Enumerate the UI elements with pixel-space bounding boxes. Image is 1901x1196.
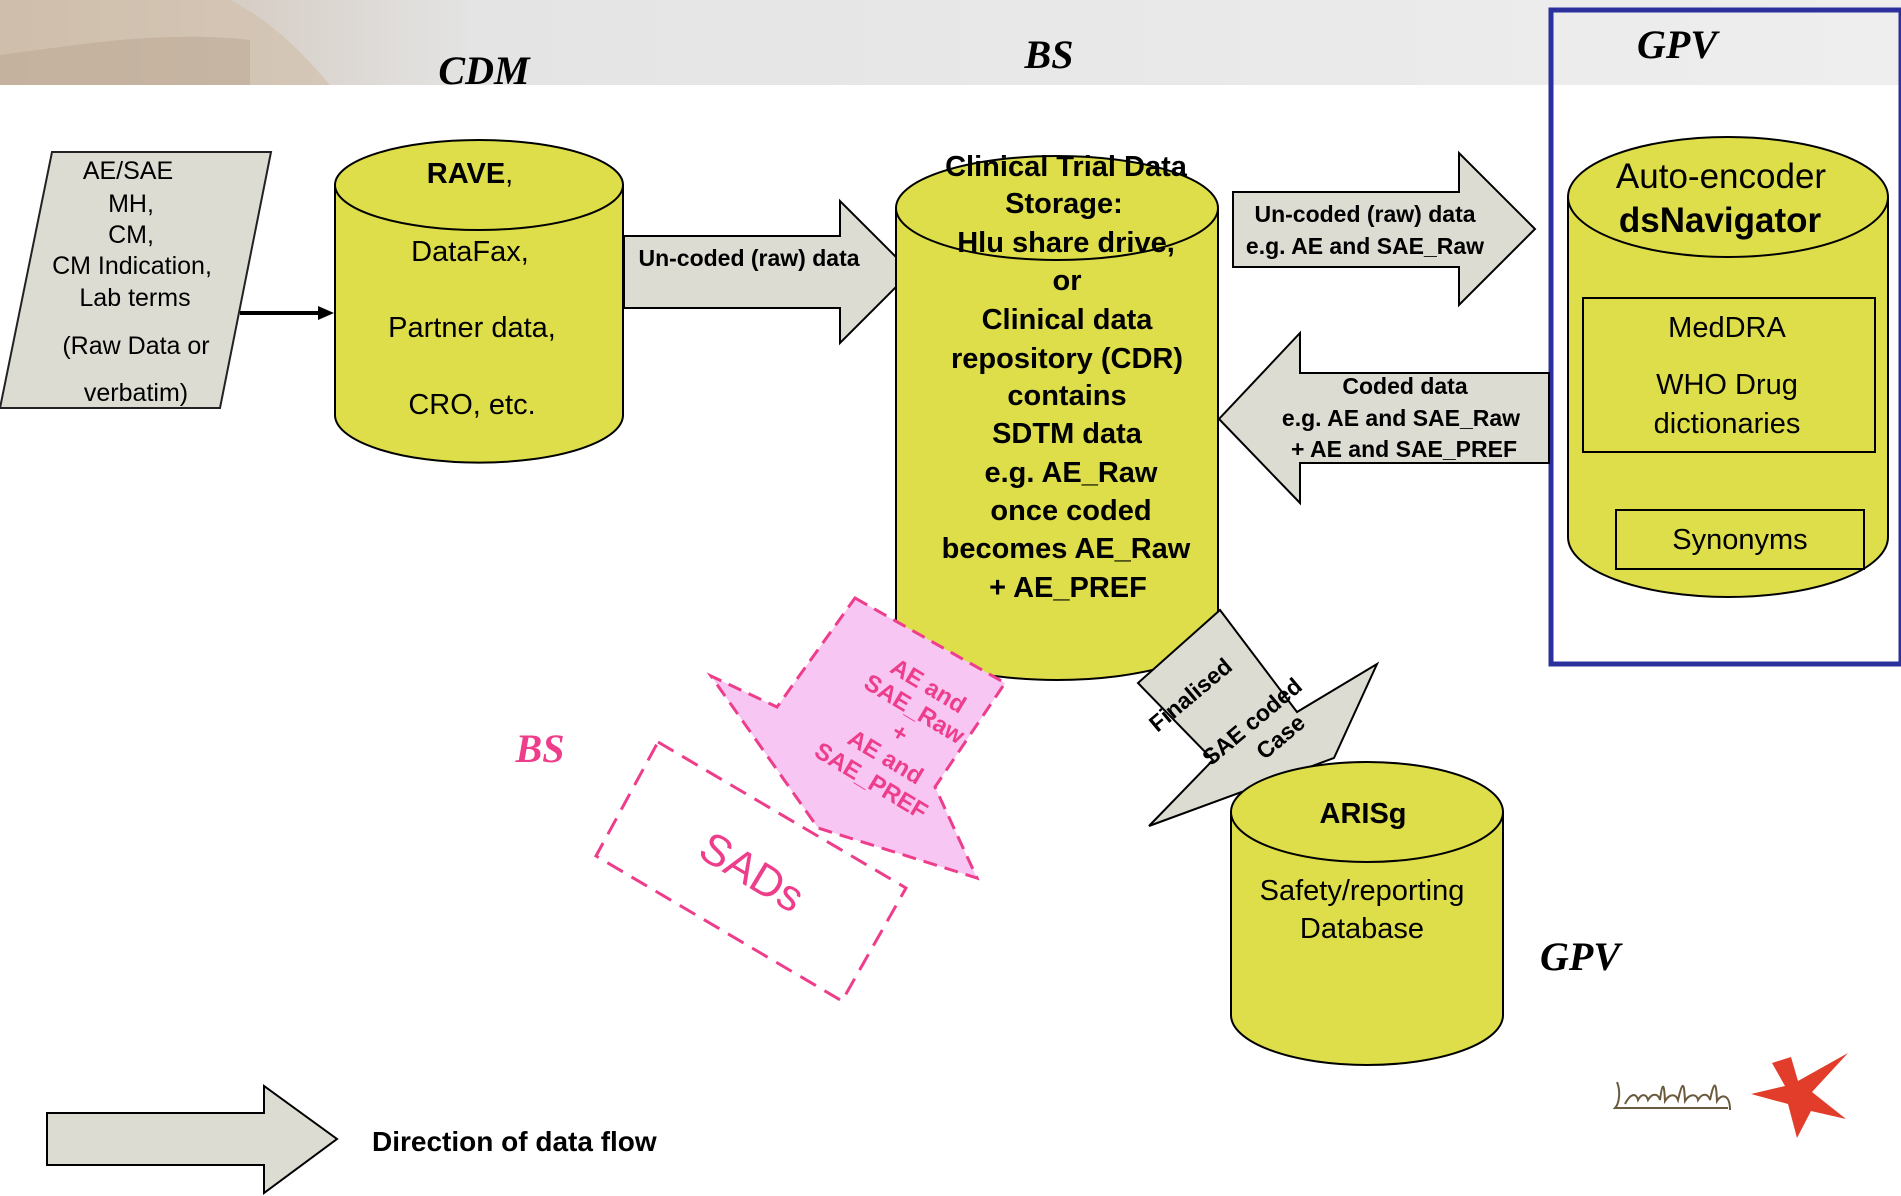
cdm-heading: CDM [438, 48, 531, 93]
storage-line: repository (CDR) [951, 343, 1183, 375]
lundbeck-logo [1612, 1053, 1848, 1138]
rave-database-cylinder: RAVE, DataFax, Partner data, CRO, etc. [334, 139, 624, 464]
ae-sae-pink-arrow: AE and SAE_Raw + AE and SAE_PREF [706, 596, 1008, 881]
storage-line: SDTM data [992, 418, 1143, 450]
coded-data-arrow-line: + AE and SAE_PREF [1291, 436, 1517, 462]
storage-line: contains [1007, 380, 1126, 412]
gpv-section-border [1548, 7, 1901, 667]
coded-data-arrow: Coded data e.g. AE and SAE_Raw + AE and … [1217, 330, 1550, 506]
storage-line: or [1053, 265, 1082, 297]
storage-line: becomes AE_Raw [942, 533, 1191, 565]
source-line: CM, [108, 221, 154, 249]
auto-encoder-title: Auto-encoder [1616, 157, 1826, 196]
ds-navigator-title: dsNavigator [1619, 201, 1822, 240]
coded-data-arrow-line: Coded data [1342, 373, 1467, 399]
arisg-line: Database [1300, 913, 1424, 945]
legend-label: Direction of data flow [372, 1126, 657, 1157]
dictionary-line: MedDRA [1668, 312, 1786, 344]
raw-data-arrow-2: Un-coded (raw) data e.g. AE and SAE_Raw [1232, 150, 1537, 308]
rave-title: RAVE [427, 158, 505, 190]
dictionary-line: WHO Drug [1656, 369, 1798, 401]
arisg-title: ARISg [1320, 798, 1407, 830]
bs-pink-heading: BS [515, 726, 565, 771]
coded-data-arrow-line: e.g. AE and SAE_Raw [1282, 405, 1520, 431]
storage-line: Storage: [1005, 188, 1123, 220]
bs-heading: BS [1024, 32, 1074, 77]
storage-line: Hlu share drive, [957, 227, 1175, 259]
legend-arrow [46, 1084, 339, 1195]
lundbeck-wordmark [1612, 1081, 1731, 1111]
rave-line: DataFax, [411, 236, 529, 268]
connector-arrow [240, 306, 334, 320]
source-line: CM Indication, [52, 252, 212, 280]
storage-line: Clinical Trial Data [945, 151, 1188, 183]
rave-line: Partner data, [388, 312, 556, 344]
gpv-bottom-heading: GPV [1540, 934, 1623, 979]
star-icon [1751, 1053, 1848, 1138]
source-line: (Raw Data or [62, 332, 209, 360]
source-line: verbatim) [84, 379, 188, 407]
header-banner [0, 0, 1901, 85]
legend: Direction of data flow [46, 1084, 657, 1195]
raw-data-arrow-2-line: e.g. AE and SAE_Raw [1246, 233, 1484, 259]
sads-label: SADs [691, 822, 813, 922]
dictionaries-box [1582, 297, 1876, 453]
source-line: MH, [108, 190, 154, 218]
arisg-line: Safety/reporting [1260, 875, 1465, 907]
dictionary-line: dictionaries [1654, 408, 1801, 440]
svg-text:RAVE,: RAVE, [427, 158, 513, 190]
source-data-box: AE/SAE MH, CM, CM Indication, Lab terms … [0, 151, 273, 409]
clinical-storage-cylinder: Clinical Trial Data Storage: Hlu share d… [895, 151, 1219, 681]
auto-encoder-cylinder: Auto-encoder dsNavigator MedDRA WHO Drug… [1567, 136, 1889, 598]
rave-title-suffix: , [505, 158, 513, 190]
source-line: AE/SAE [83, 157, 173, 185]
synonyms-box [1615, 509, 1865, 570]
raw-data-arrow-2-line: Un-coded (raw) data [1254, 201, 1475, 227]
rave-line: CRO, etc. [408, 389, 535, 421]
arisg-database-cylinder: ARISg Safety/reporting Database [1230, 761, 1504, 1066]
storage-line: Clinical data [982, 304, 1154, 336]
source-line: Lab terms [79, 284, 190, 312]
gpv-heading: GPV [1637, 22, 1720, 67]
storage-line: once coded [990, 495, 1151, 527]
raw-data-arrow-1-label: Un-coded (raw) data [638, 245, 859, 271]
finalised-sae-arrow: Finalised SAE coded Case [1136, 608, 1380, 827]
synonyms-label: Synonyms [1672, 524, 1807, 556]
storage-line: e.g. AE_Raw [985, 457, 1158, 489]
raw-data-arrow-1: Un-coded (raw) data [623, 198, 913, 346]
storage-line: + AE_PREF [989, 572, 1147, 604]
